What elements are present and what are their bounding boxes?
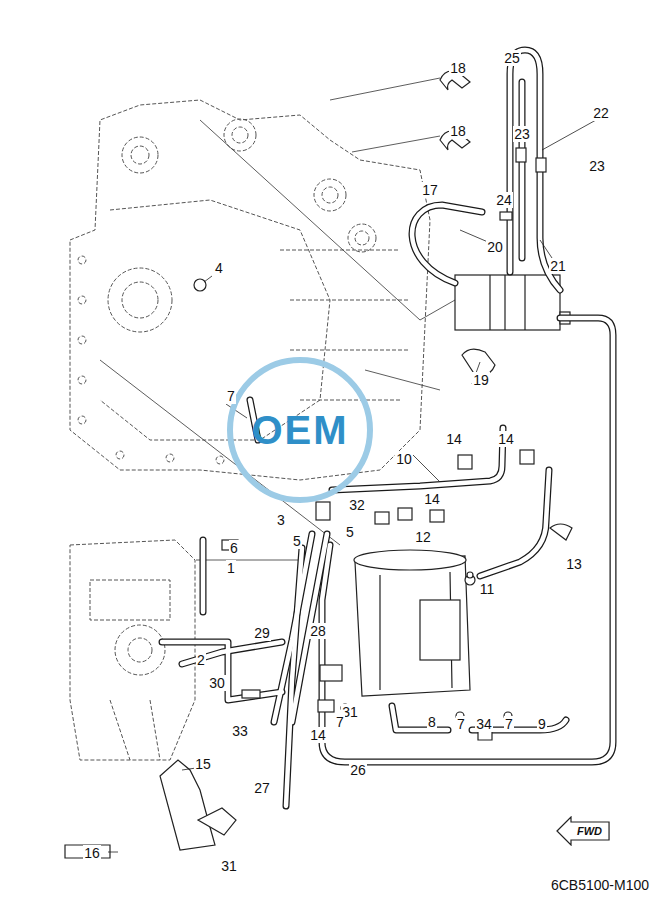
callout-number: 5 [292,533,302,549]
callout-number: 19 [472,372,490,388]
callout-number: 26 [349,762,367,778]
callout-number: 10 [395,451,413,467]
callout-number: 23 [588,158,606,174]
callout-number: 5 [345,524,355,540]
callout-number: 6 [229,540,239,556]
callout-number: 8 [427,714,437,730]
callout-number: 3 [276,512,286,528]
callout-number: 34 [475,716,493,732]
callout-number: 17 [421,182,439,198]
callout-number: 29 [253,625,271,641]
watermark-text: OEM [250,408,349,452]
callout-number: 14 [309,727,327,743]
callout-number: 15 [194,756,212,772]
callout-number: 31 [220,858,238,874]
callout-number: 32 [348,497,366,513]
callout-number: 20 [486,239,504,255]
callout-number: 13 [565,556,583,572]
callout-number: 14 [423,491,441,507]
callout-number: 7 [504,716,514,732]
callout-number: 12 [414,529,432,545]
callout-number: 2 [196,652,206,668]
callout-number: 25 [503,50,521,66]
callout-number: 14 [445,431,463,447]
callout-number: 7 [456,716,466,732]
callout-number: 21 [549,258,567,274]
callout-number: 30 [208,675,226,691]
arrow-outline [557,817,609,845]
callout-number: 24 [495,192,513,208]
callout-number: 16 [83,845,101,861]
callout-number: 28 [309,623,327,639]
arrow-label: FWD [577,825,610,837]
callout-number: 33 [231,723,249,739]
callout-number: 4 [214,260,224,276]
callout-number: 7 [335,714,345,730]
callout-number: 1 [226,560,236,576]
callout-number: 18 [449,123,467,139]
part-code: 6CB5100-M100 [550,877,650,893]
callout-number: 14 [497,431,515,447]
callout-number: 22 [592,105,610,121]
callout-number: 18 [449,60,467,76]
callout-number: 7 [226,388,236,404]
callout-number: 23 [513,126,531,142]
callout-number: 9 [537,716,547,732]
callout-number: 11 [479,581,496,597]
direction-arrow: FWD [556,816,610,846]
callout-number: 27 [253,780,271,796]
